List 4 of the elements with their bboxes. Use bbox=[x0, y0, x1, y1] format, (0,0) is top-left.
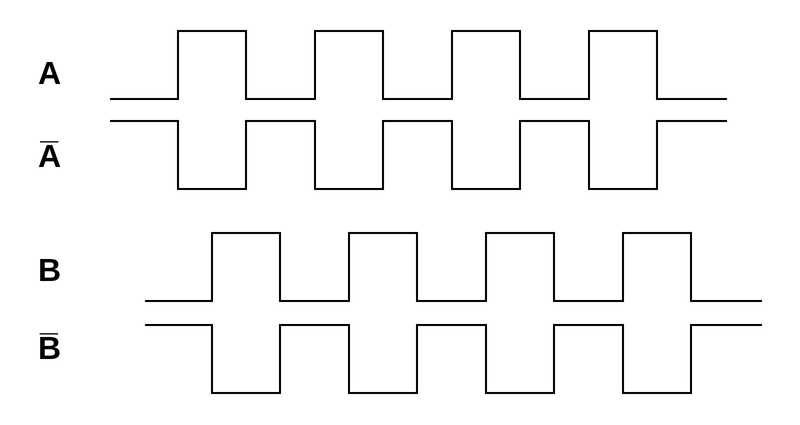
signal-label: A̅ bbox=[38, 138, 62, 174]
signal-label: B bbox=[38, 252, 62, 288]
signal-label: A bbox=[38, 55, 62, 91]
signal-label: B̅ bbox=[38, 330, 62, 366]
